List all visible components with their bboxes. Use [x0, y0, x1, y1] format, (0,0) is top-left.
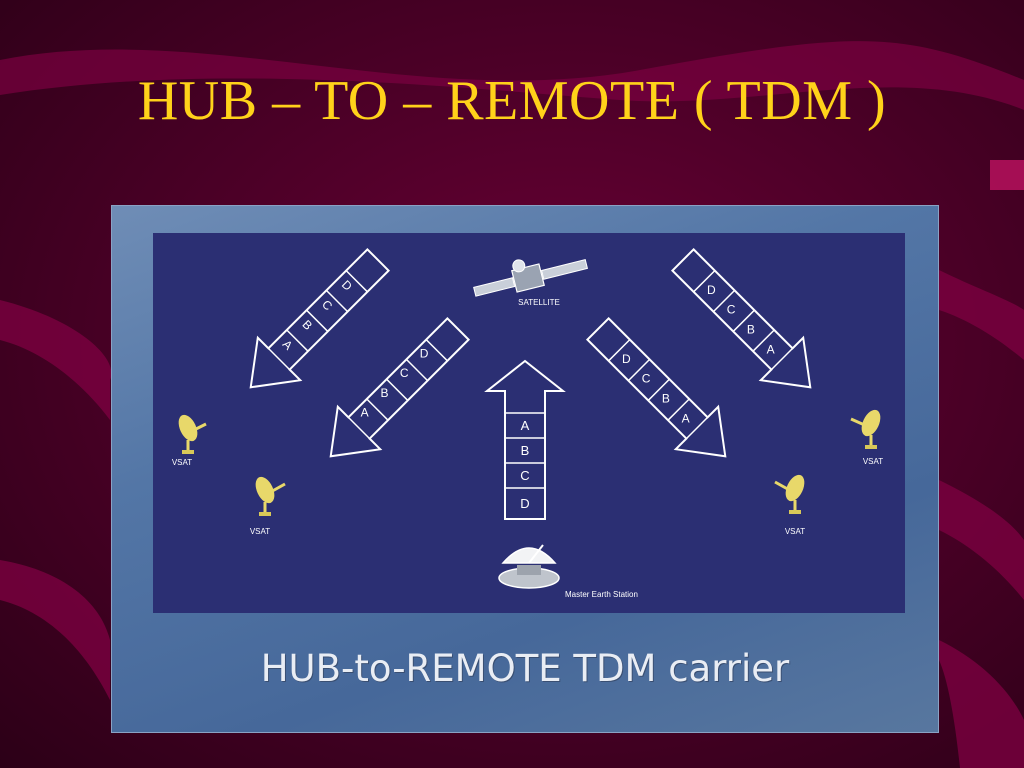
vsat-label-right-inner: VSAT: [785, 527, 805, 536]
master-earth-station-label: Master Earth Station: [565, 590, 638, 599]
cell-left-inner-1: B: [380, 386, 388, 400]
cell-left-outer-2: C: [319, 297, 335, 313]
diagram-figure: SATELLITE A B C D: [111, 205, 939, 733]
downlink-arrow-left-inner: A B C D: [329, 316, 471, 458]
cell-right-outer-3: A: [767, 342, 775, 356]
cell-left-outer-1: B: [300, 317, 316, 333]
downlink-arrow-right-inner: D C B A: [585, 316, 727, 458]
slide-title: HUB – TO – REMOTE ( TDM ): [137, 70, 887, 132]
downlink-arrow-right-outer: D C B A: [670, 247, 812, 389]
vsat-label-right-outer: VSAT: [863, 457, 883, 466]
uplink-cell-2: C: [520, 468, 529, 483]
vsat-label-left-inner: VSAT: [250, 527, 270, 536]
uplink-cell-0: A: [521, 418, 530, 433]
vsat-antenna-icon: [178, 414, 207, 454]
vsat-antenna-icon: [255, 476, 286, 516]
cell-left-inner-3: D: [420, 346, 429, 360]
cell-right-inner-1: C: [642, 372, 651, 386]
uplink-cell-1: B: [521, 443, 530, 458]
uplink-cell-3: D: [520, 496, 529, 511]
cell-right-outer-1: C: [727, 303, 736, 317]
cell-left-inner-2: C: [400, 366, 409, 380]
vsat-label-left-outer: VSAT: [172, 458, 192, 467]
cell-right-inner-2: B: [662, 392, 670, 406]
diagram-panel: SATELLITE A B C D: [153, 233, 905, 613]
uplink-arrow: A B C D: [484, 359, 566, 520]
cell-left-outer-0: A: [280, 337, 296, 353]
cell-right-inner-3: A: [682, 411, 690, 425]
vsat-antenna-icon: [850, 409, 881, 449]
master-earth-station-icon: [498, 544, 560, 589]
diagram-caption: HUB-to-REMOTE TDM carrier: [260, 647, 790, 690]
cell-right-outer-0: D: [707, 283, 716, 297]
diagram-svg: SATELLITE A B C D: [172, 247, 883, 599]
vsat-antenna-icon: [774, 474, 805, 514]
cell-left-outer-3: D: [339, 277, 355, 293]
satellite-icon: [473, 258, 589, 297]
cell-right-inner-0: D: [622, 352, 631, 366]
satellite-label: SATELLITE: [518, 298, 560, 307]
cell-right-outer-2: B: [747, 323, 755, 337]
cell-left-inner-0: A: [361, 406, 369, 420]
